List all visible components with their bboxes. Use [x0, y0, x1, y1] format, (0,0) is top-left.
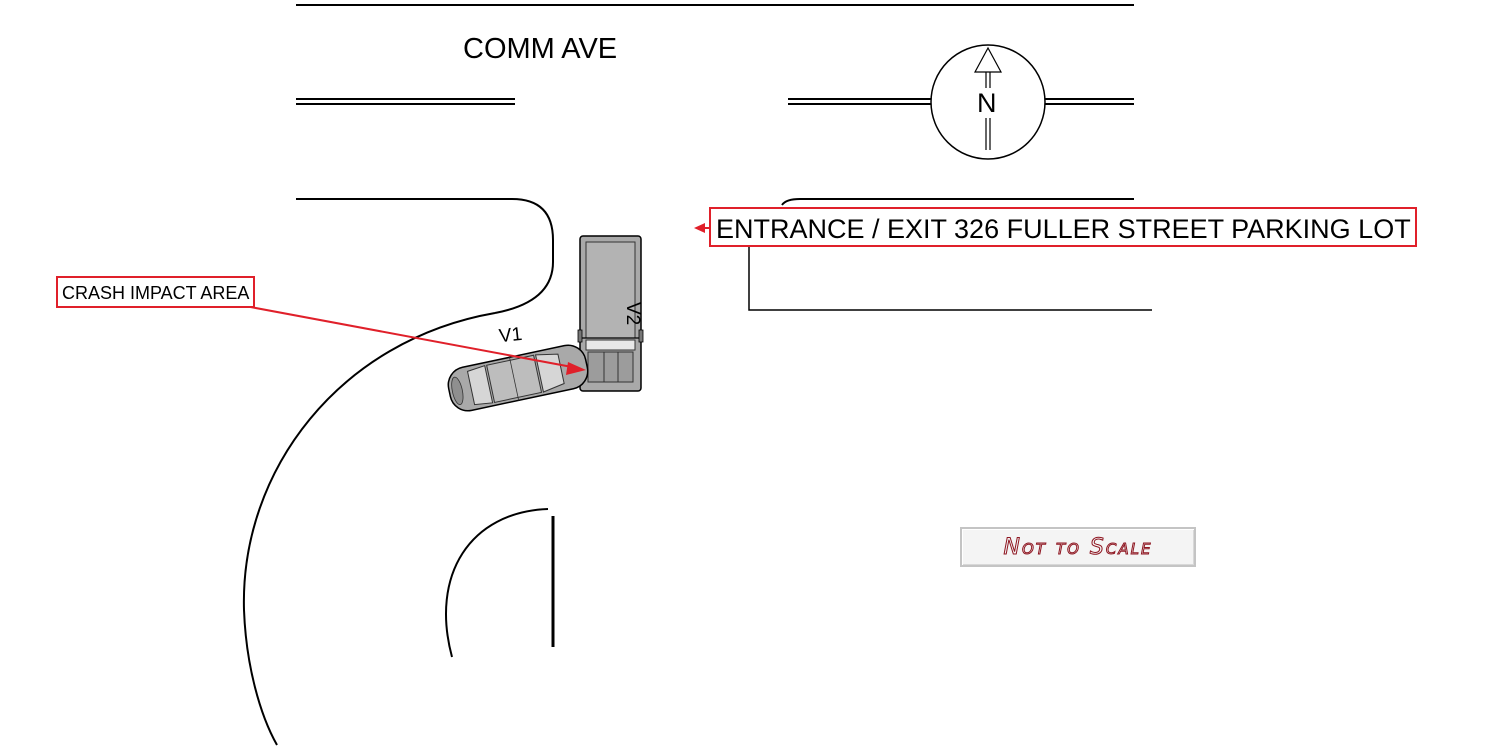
north-arrow-head-icon — [973, 46, 1003, 73]
not-to-scale-stamp: Not to Scale — [960, 527, 1196, 567]
entrance-exit-callout: ENTRANCE / EXIT 326 FULLER STREET PARKIN… — [709, 207, 1417, 247]
entrance-callout-arrow — [694, 223, 709, 233]
center-double-line-west — [296, 98, 515, 105]
not-to-scale-text: Not to Scale — [1003, 534, 1153, 560]
crash-impact-callout: CRASH IMPACT AREA — [56, 276, 256, 308]
island-arc — [445, 508, 549, 658]
south-curb-west — [296, 198, 554, 314]
vehicle-v2-label: V2 — [622, 302, 643, 326]
crash-callout-arrow — [244, 305, 586, 375]
vehicle-v1-label: V1 — [497, 323, 524, 348]
street-name-label: COMM AVE — [463, 33, 618, 65]
vehicle-v2-truck — [577, 235, 644, 392]
parking-lot-edge — [748, 247, 1152, 311]
vehicle-v1-sedan — [447, 344, 589, 412]
outer-curb-arc — [242, 312, 496, 746]
south-curb-east — [781, 198, 1134, 206]
north-arrow-letter: N — [976, 88, 998, 118]
